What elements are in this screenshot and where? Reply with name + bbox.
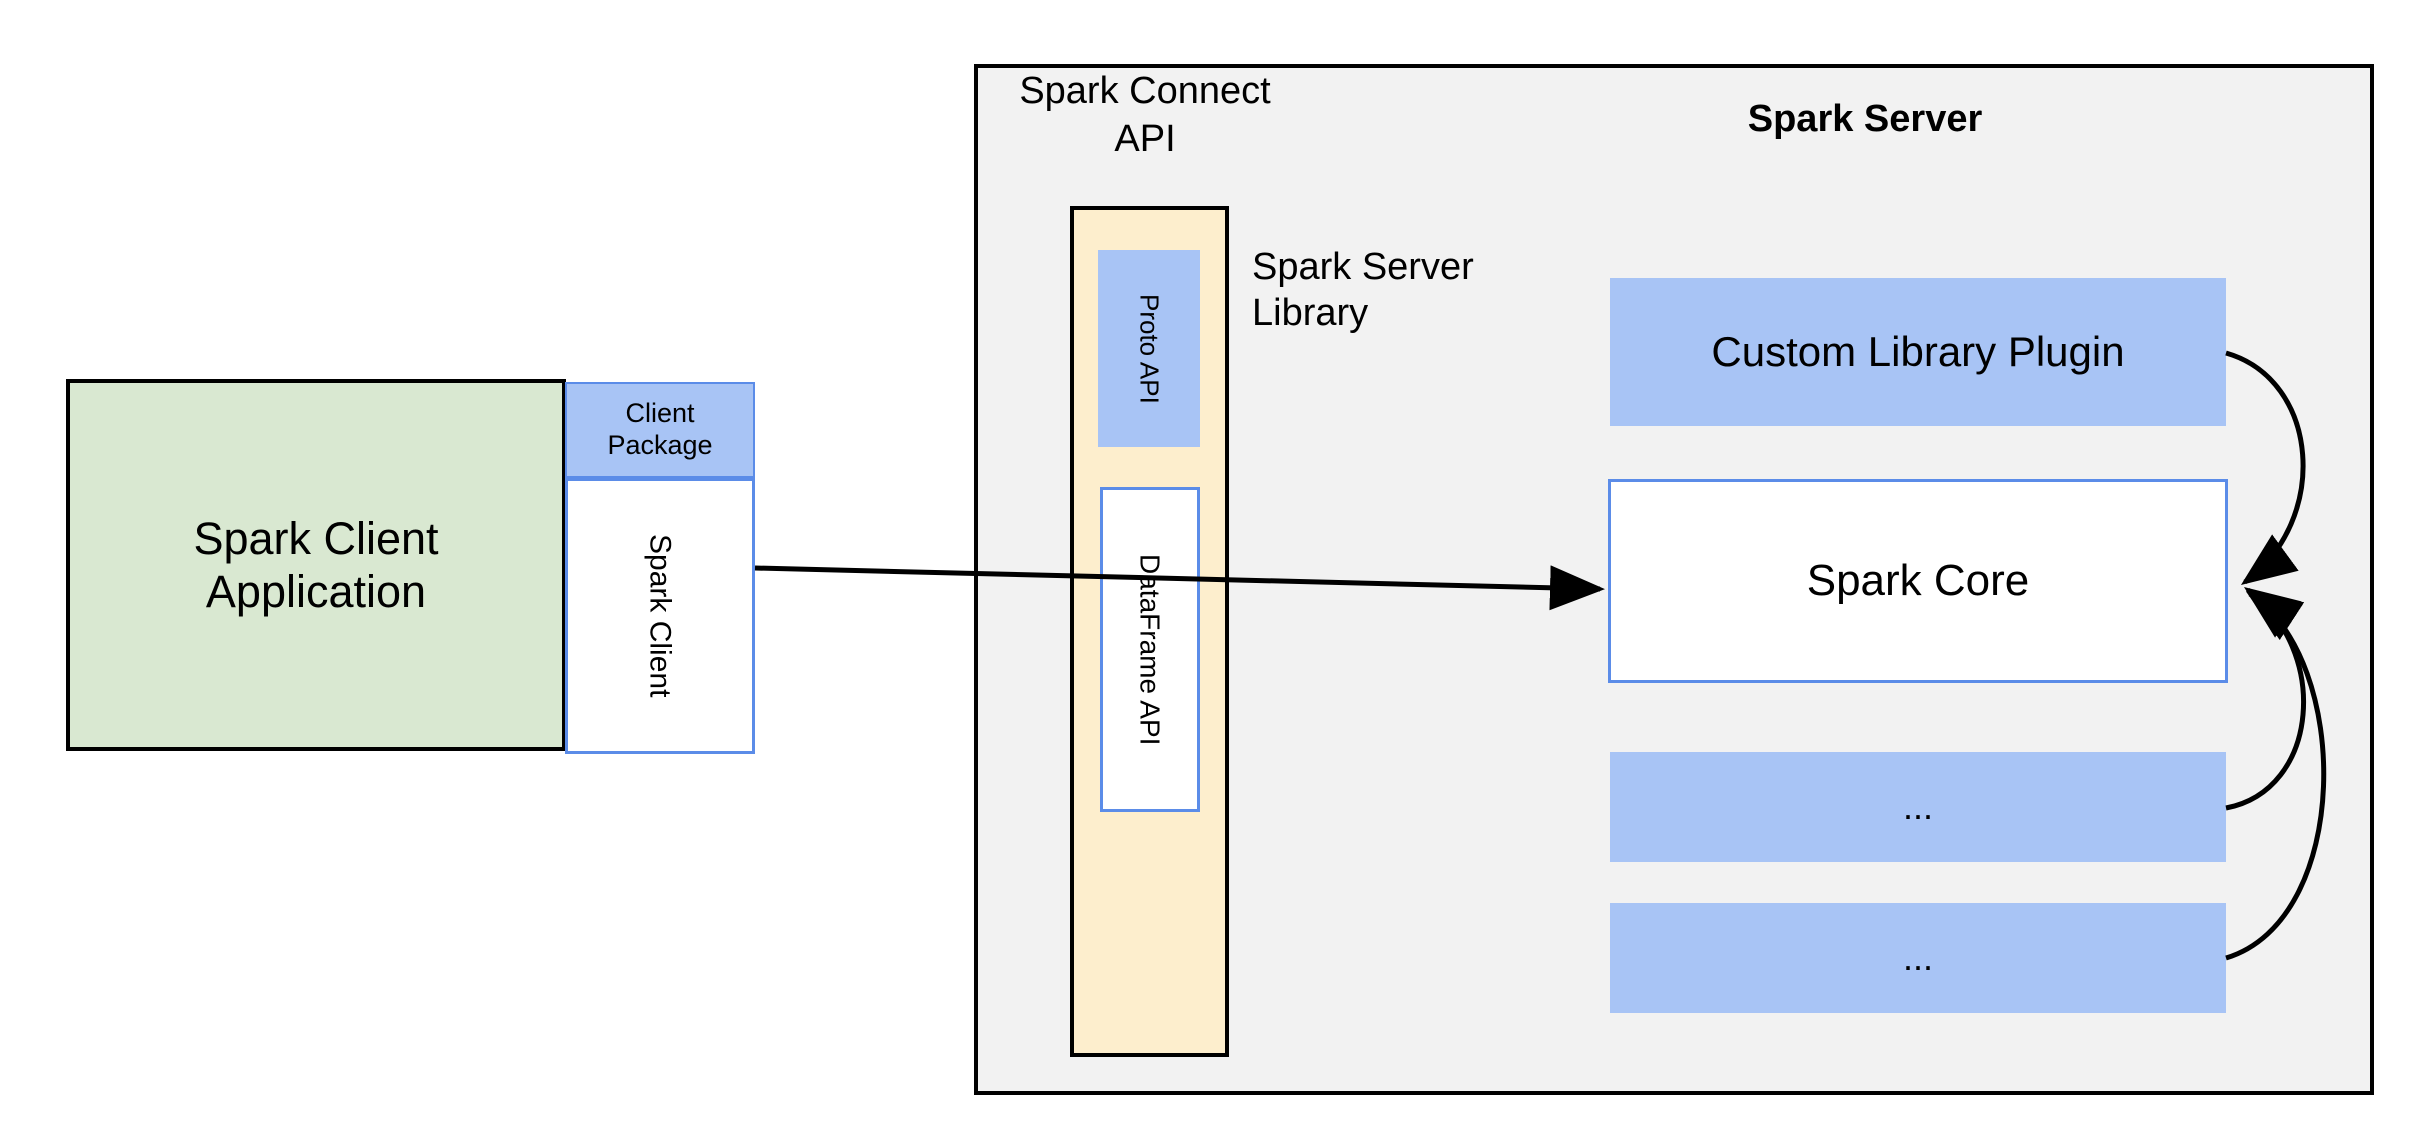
spark-client-application-box[interactable]: Spark Client Application — [66, 379, 566, 751]
spark-client-application-line2: Application — [205, 566, 427, 617]
client-package-line2: Package — [607, 430, 713, 460]
dataframe-api-box[interactable]: DataFrame API — [1100, 487, 1200, 812]
proto-api-box[interactable]: Proto API — [1098, 250, 1200, 447]
spark-connect-api-line1: Spark Connect — [1019, 70, 1271, 112]
ellipsis-box-2-label: ... — [1902, 936, 1933, 978]
client-package-line1: Client — [625, 398, 695, 429]
ellipsis-box-1-label: ... — [1902, 785, 1933, 827]
spark-client-label: Spark Client — [643, 534, 677, 698]
spark-connect-api-line2: API — [1114, 117, 1176, 160]
client-package-label: Client Package — [607, 398, 712, 462]
spark-core-box[interactable]: Spark Core — [1608, 479, 2228, 683]
spark-server-library-line2: Library — [1252, 292, 1369, 335]
proto-api-label: Proto API — [1134, 293, 1165, 404]
spark-client-application-label: Spark Client Application — [193, 512, 438, 618]
ellipsis-box-1[interactable]: ... — [1610, 752, 2226, 862]
custom-library-plugin-label: Custom Library Plugin — [1711, 328, 2125, 376]
spark-client-application-line1: Spark Client — [193, 512, 439, 564]
spark-server-library-label: Spark Server Library — [1252, 244, 1572, 337]
custom-library-plugin-box[interactable]: Custom Library Plugin — [1610, 278, 2226, 426]
spark-client-box[interactable]: Spark Client — [565, 478, 755, 754]
client-package-box[interactable]: Client Package — [565, 382, 755, 478]
dataframe-api-label: DataFrame API — [1134, 553, 1166, 746]
spark-server-title: Spark Server — [1747, 98, 1983, 140]
spark-connect-api-label: Spark Connect API — [1000, 68, 1290, 164]
spark-server-library-line1: Spark Server — [1252, 246, 1474, 288]
ellipsis-box-2[interactable]: ... — [1610, 903, 2226, 1013]
spark-core-label: Spark Core — [1806, 556, 2030, 606]
